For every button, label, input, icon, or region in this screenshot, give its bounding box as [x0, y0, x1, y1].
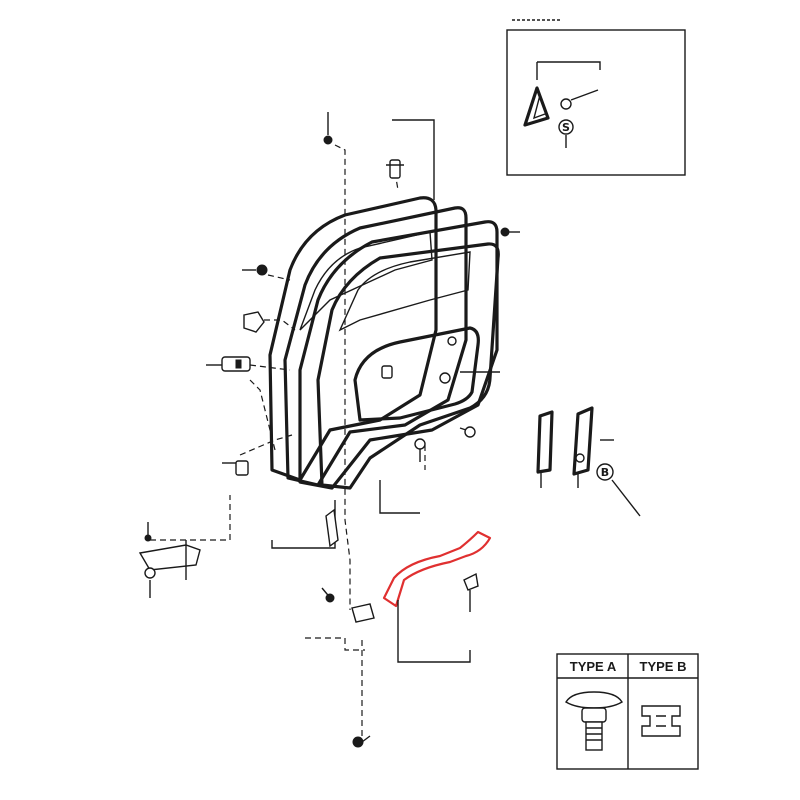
door-frame-1	[283, 206, 468, 487]
door-check-link	[325, 508, 339, 548]
clip	[560, 98, 572, 110]
door-assembly: B	[138, 112, 641, 748]
type-a-label: TYPE A	[570, 659, 617, 674]
type-b-clip-icon	[641, 705, 681, 737]
b-marker-callout[interactable]: B	[596, 463, 614, 481]
bolt-left-upper	[242, 264, 268, 276]
inset-detail-box: S	[506, 19, 686, 176]
handle-bracket	[351, 603, 375, 623]
window-corner-seal	[523, 86, 550, 127]
bolt-bottom	[352, 735, 371, 748]
clip-lower	[414, 438, 426, 462]
lock-cylinder	[206, 356, 251, 372]
hinge-clip-top	[386, 159, 404, 179]
pillar-garnish-right	[572, 406, 594, 488]
door-frame-2	[298, 220, 499, 490]
pillar-clip	[463, 572, 479, 612]
panel-hole	[447, 336, 457, 346]
bolt-lower-left	[321, 587, 335, 603]
trim-clip	[381, 365, 393, 379]
check-clip	[222, 460, 249, 476]
door-weatherstrip	[316, 242, 500, 490]
b-marker: B	[601, 466, 609, 479]
door-trim-panel	[353, 326, 480, 422]
clip-center	[459, 426, 476, 438]
type-legend: TYPE A TYPE B	[556, 653, 699, 770]
hinge-assembly	[138, 522, 201, 598]
pillar-garnish-left	[536, 410, 554, 488]
door-outer-panel	[268, 196, 438, 482]
highlighted-door-weatherstrip[interactable]	[382, 530, 492, 608]
type-a-clip-icon	[565, 691, 623, 751]
type-b-label: TYPE B	[640, 659, 687, 674]
bolt-top	[323, 112, 333, 145]
trim-screw	[439, 372, 451, 384]
striker-plate	[243, 311, 265, 333]
bolt-right-upper	[500, 227, 520, 237]
s-marker-circle[interactable]	[558, 119, 574, 135]
s-marker: S	[562, 121, 570, 134]
